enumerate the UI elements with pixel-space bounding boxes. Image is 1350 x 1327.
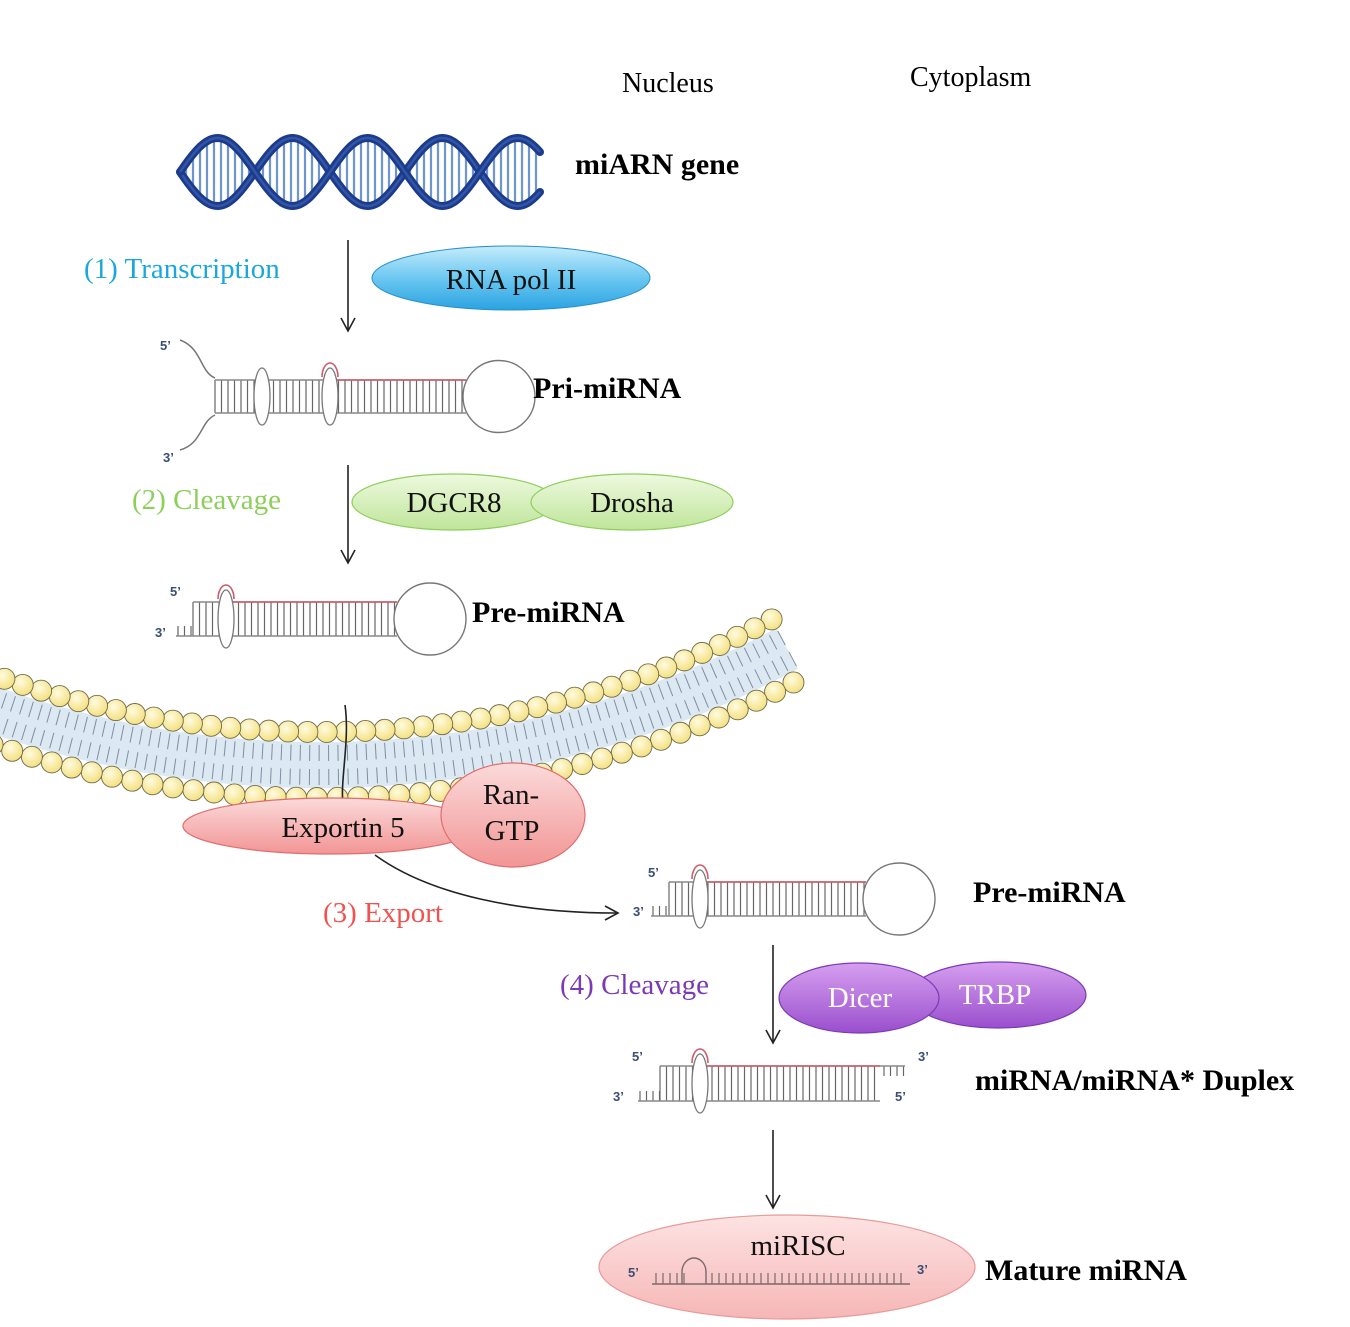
pre-mirna-nuclear-hairpin: [176, 582, 467, 656]
pre-mirna-cytoplasmic-hairpin: [651, 862, 936, 936]
mature-three-prime: 3’: [917, 1262, 928, 1277]
mirisc-label: miRISC: [750, 1230, 845, 1262]
ran-gtp-label-line1: Ran-: [483, 779, 539, 811]
pri-three-prime: 3’: [163, 450, 174, 465]
step-cleavage-cytoplasmic-label: (4) Cleavage: [560, 969, 709, 1001]
pre-nuclear-three-prime: 3’: [155, 625, 166, 640]
mature-mirna-strand: [652, 1257, 910, 1285]
pre-mirna-nuclear-label: Pre-miRNA: [472, 596, 625, 629]
duplex-five-prime-right: 5’: [895, 1089, 906, 1104]
pri-mirna-label: Pri-miRNA: [533, 372, 682, 405]
duplex-label: miRNA/miRNA* Duplex: [975, 1064, 1294, 1097]
cytoplasm-label: Cytoplasm: [910, 62, 1032, 93]
pri-mirna-hairpin: [179, 339, 536, 451]
pri-five-prime: 5’: [160, 338, 171, 353]
pre-nuclear-five-prime: 5’: [170, 584, 181, 599]
dicer-enzyme: [778, 962, 940, 1034]
ran-gtp-label-line2: GTP: [485, 815, 540, 847]
ran-gtp-protein: [440, 762, 586, 868]
trbp-label: TRBP: [959, 979, 1032, 1011]
pre-mirna-cytoplasmic-label: Pre-miRNA: [973, 876, 1126, 909]
rna-pol-ii-enzyme: [371, 245, 651, 311]
mature-mirna-label: Mature miRNA: [985, 1254, 1187, 1287]
mature-five-prime: 5’: [628, 1265, 639, 1280]
duplex-five-prime-left: 5’: [632, 1049, 643, 1064]
export-connector-line: [341, 704, 348, 806]
nucleus-label: Nucleus: [622, 68, 714, 99]
dicer-label: Dicer: [828, 982, 893, 1014]
exportin-5-label: Exportin 5: [281, 812, 404, 844]
duplex-three-prime-left: 3’: [613, 1089, 624, 1104]
mirisc-complex: [598, 1214, 976, 1320]
gene-label: miARN gene: [575, 148, 739, 181]
step-export-label: (3) Export: [323, 897, 443, 929]
drosha-enzyme: [530, 473, 734, 531]
pre-cyto-five-prime: 5’: [648, 865, 659, 880]
drosha-label: Drosha: [590, 487, 674, 519]
rna-pol-ii-label: RNA pol II: [446, 264, 577, 296]
pre-cyto-three-prime: 3’: [633, 904, 644, 919]
export-arrow: [374, 854, 620, 921]
mirna-duplex: [638, 1048, 905, 1114]
duplex-three-prime-right: 3’: [918, 1049, 929, 1064]
dna-helix-icon: [176, 133, 544, 211]
step-transcription-label: (1) Transcription: [84, 253, 280, 285]
dgcr8-label: DGCR8: [406, 487, 501, 519]
step-cleavage-nuclear-label: (2) Cleavage: [132, 484, 281, 516]
